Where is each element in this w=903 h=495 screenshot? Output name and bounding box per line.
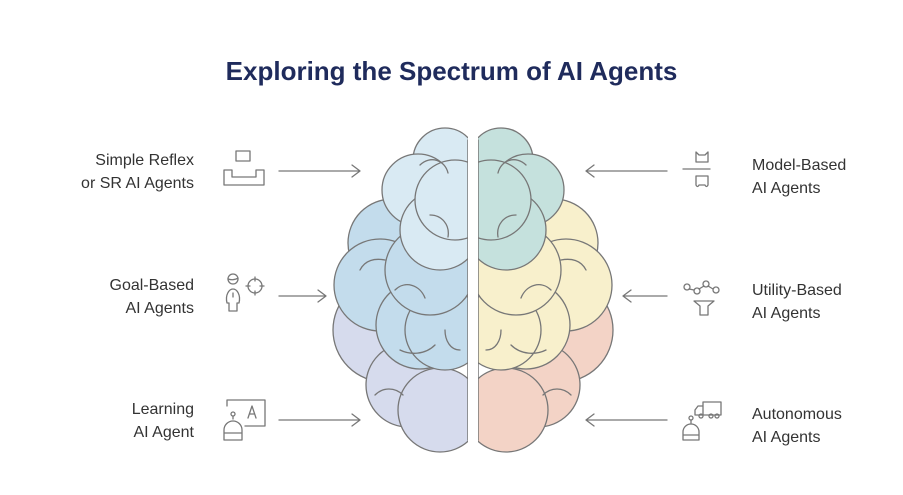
person-target-icon — [225, 273, 265, 312]
brain-lobe-left-top — [381, 127, 468, 271]
label-line: Learning — [131, 401, 194, 418]
label-autonomous: Autonomous AI Agents — [752, 403, 903, 449]
robot-heads-icon — [682, 151, 711, 188]
arrows — [278, 164, 668, 427]
brain-left-hemisphere — [332, 127, 468, 453]
robot-board-icon — [223, 399, 266, 441]
arrow-right-icon — [278, 289, 327, 303]
label-line: AI Agents — [752, 429, 821, 446]
tray-box-icon — [223, 150, 265, 186]
label-model-based: Model-Based AI Agents — [752, 154, 903, 200]
label-line: Utility-Based — [752, 282, 842, 299]
page-title: Exploring the Spectrum of AI Agents — [225, 56, 678, 86]
label-line: Simple Reflex — [95, 152, 194, 169]
label-simple-reflex: Simple Reflex or SR AI Agents — [14, 149, 194, 195]
label-line: AI Agent — [133, 424, 195, 441]
brain-lobe-right-top — [478, 127, 565, 271]
arrow-right-icon — [278, 413, 361, 427]
arrow-left-icon — [622, 289, 668, 303]
label-goal-based: Goal-Based AI Agents — [14, 274, 195, 320]
brain-right-hemisphere — [478, 127, 614, 453]
graph-funnel-icon — [683, 280, 720, 316]
label-line: AI Agents — [752, 180, 821, 197]
label-line: Goal-Based — [109, 277, 195, 294]
label-line: or SR AI Agents — [81, 175, 194, 192]
arrow-right-icon — [278, 164, 361, 178]
arrow-left-icon — [585, 413, 668, 427]
arrow-left-icon — [585, 164, 668, 178]
label-line: AI Agents — [752, 305, 821, 322]
label-line: AI Agents — [125, 300, 195, 317]
robot-truck-icon — [682, 401, 722, 441]
label-learning: Learning AI Agent — [14, 398, 194, 444]
label-line: Model-Based — [752, 157, 847, 174]
label-line: Autonomous — [752, 406, 842, 423]
label-utility-based: Utility-Based AI Agents — [752, 279, 903, 325]
